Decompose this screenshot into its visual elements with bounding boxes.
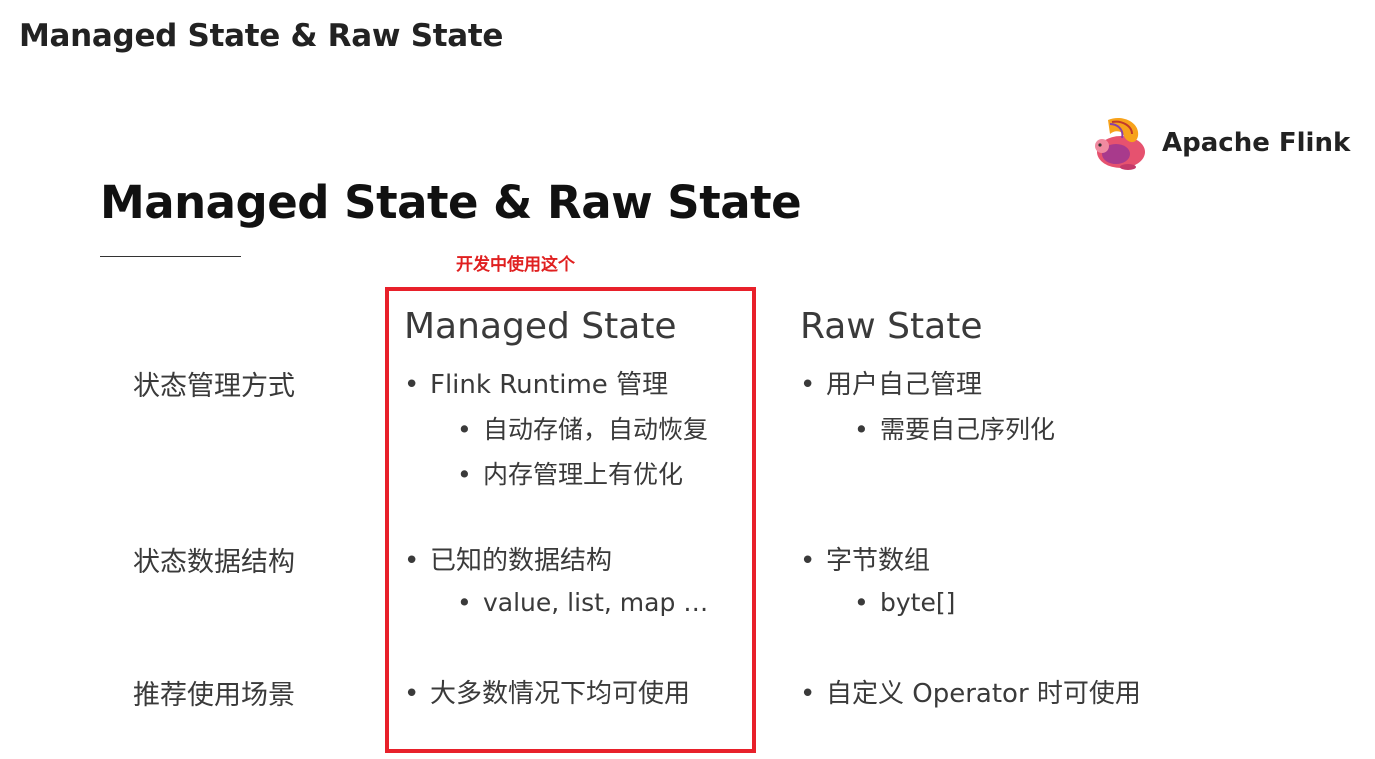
annotation-note: 开发中使用这个	[456, 255, 575, 275]
row-label-data-structure: 状态数据结构	[133, 547, 295, 578]
list-item: •大多数情况下均可使用	[404, 679, 691, 709]
list-item: •字节数组	[800, 546, 931, 576]
list-item: •Flink Runtime 管理	[404, 370, 669, 400]
column-header-managed-state: Managed State	[404, 306, 677, 347]
row-label-management: 状态管理方式	[133, 371, 295, 402]
list-item: •value, list, map …	[457, 588, 709, 617]
title-divider	[100, 256, 241, 257]
list-item: •需要自己序列化	[854, 415, 1056, 444]
list-item: •已知的数据结构	[404, 546, 613, 576]
column-header-raw-state: Raw State	[800, 306, 983, 347]
managed-state-highlight-box	[385, 287, 756, 753]
row-label-use-case: 推荐使用场景	[133, 680, 295, 711]
list-item: •自动存储，自动恢复	[457, 415, 709, 444]
list-item: •byte[]	[854, 588, 956, 617]
page-heading: Managed State & Raw State	[19, 18, 504, 54]
list-item: •用户自己管理	[800, 370, 983, 400]
list-item: •内存管理上有优化	[457, 460, 684, 489]
logo-text: Apache Flink	[1162, 128, 1351, 158]
slide-title: Managed State & Raw State	[100, 176, 802, 229]
apache-flink-logo: Apache Flink	[1088, 112, 1350, 174]
list-item: •自定义 Operator 时可使用	[800, 679, 1141, 709]
flink-squirrel-icon	[1095, 117, 1145, 170]
